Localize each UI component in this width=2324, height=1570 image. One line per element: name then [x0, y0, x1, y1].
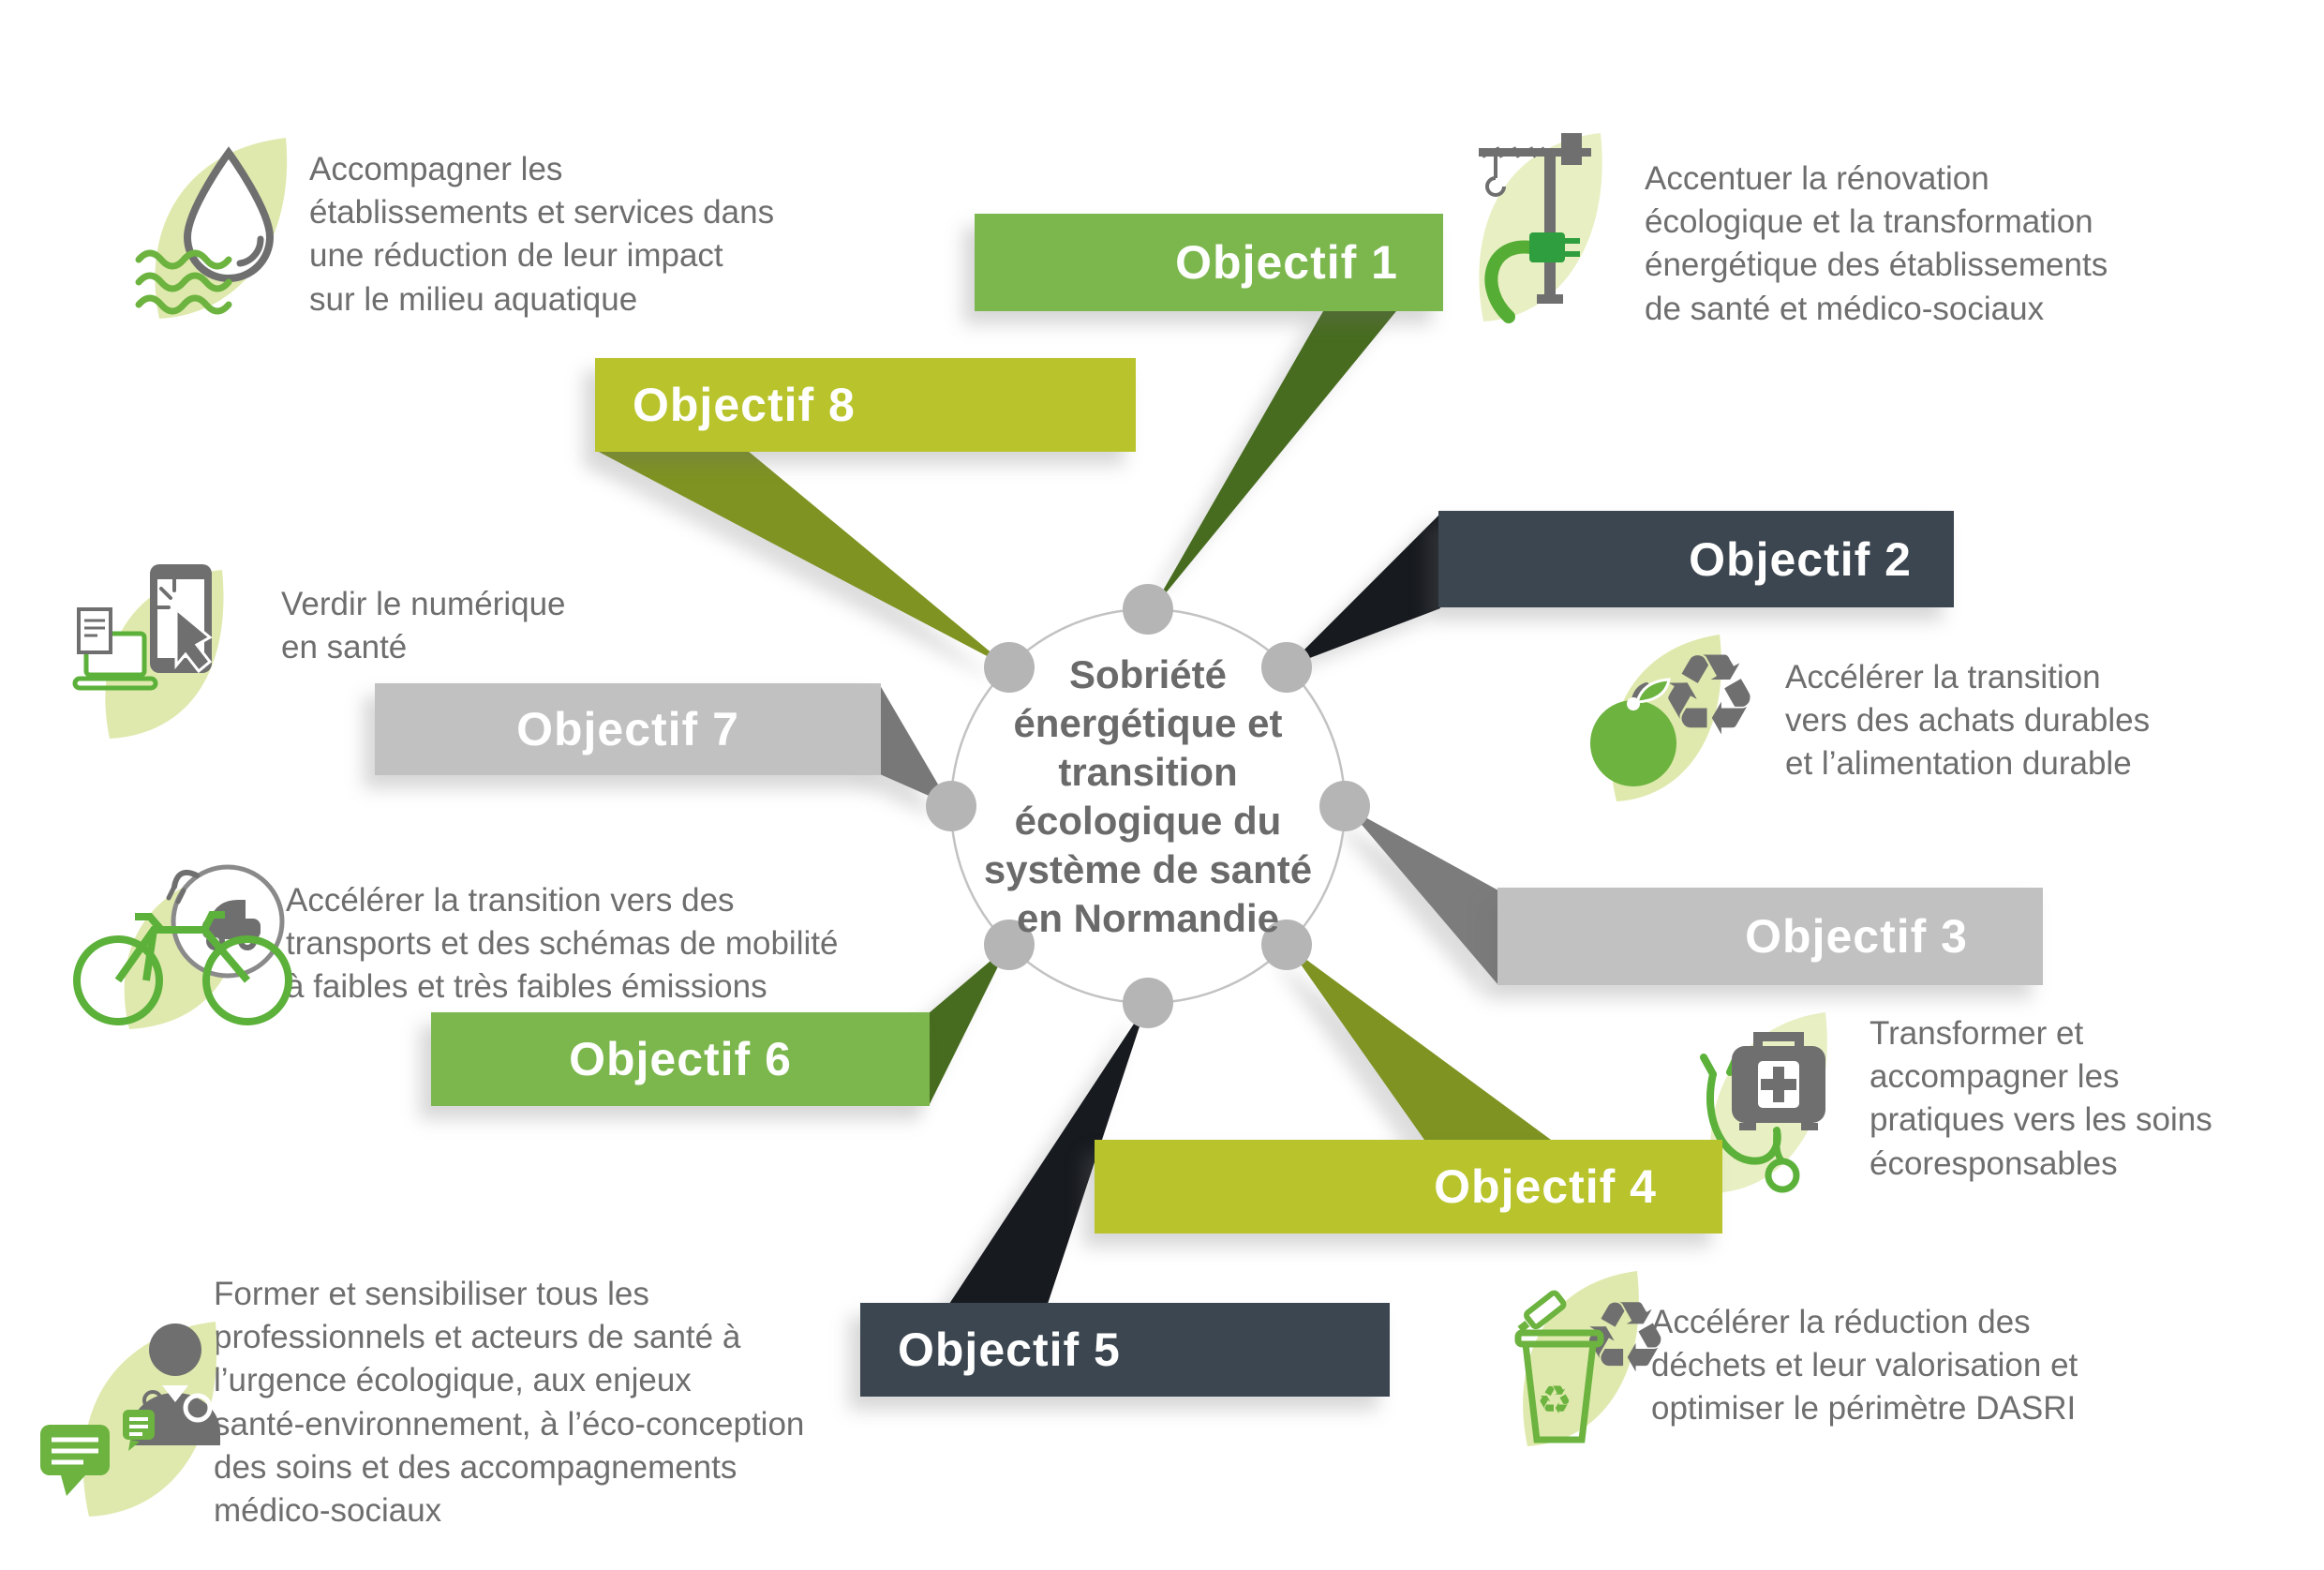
objective-1-description: Accentuer la rénovation écologique et la… — [1645, 160, 2108, 327]
apple-recycle-icon: ♻ — [1579, 623, 1776, 815]
objective-5-label: Objectif 5 — [898, 1323, 1121, 1376]
objective-7-label: Objectif 7 — [516, 703, 739, 755]
objective-3-description: Transformer et accompagner les pratiques… — [1870, 1015, 2212, 1182]
water-drop-icon — [131, 127, 309, 337]
objective-5-description: Former et sensibiliser tous les professi… — [214, 1276, 805, 1529]
trash-recycle-icon: ♻ ♻ — [1492, 1254, 1689, 1474]
educator-speech-icon — [33, 1292, 258, 1540]
objective-6-banner: Objectif 6 — [431, 1012, 930, 1106]
central-title-line: écologique du — [1014, 799, 1282, 844]
objective-1-label: Objectif 1 — [1175, 236, 1398, 289]
central-title-line: transition — [1058, 750, 1238, 795]
connector-dot-left — [926, 781, 976, 831]
banner-pointer-objectif-7 — [880, 685, 950, 805]
objective-6-description: Accélérer la transition vers des transpo… — [286, 882, 839, 1006]
objective-4-description: Accélérer la réduction des déchets et le… — [1651, 1304, 2078, 1428]
objective-8-banner: Objectif 8 — [595, 358, 1136, 452]
connector-dots — [926, 584, 1370, 1028]
objective-8-description: Accompagner les établissements et servic… — [309, 151, 775, 318]
objective-8-label: Objectif 8 — [633, 379, 856, 431]
objective-2-label: Objectif 2 — [1689, 532, 1912, 586]
svg-text:♻: ♻ — [1537, 1377, 1572, 1423]
bicycle-ev-icon — [64, 851, 326, 1043]
banner-pointer-objectif-5 — [949, 1004, 1147, 1304]
digital-health-icon — [58, 551, 264, 757]
central-title-line: Sobriété — [1068, 652, 1228, 696]
connector-dot-top-right — [1261, 642, 1312, 693]
banner-pointer-objectif-8 — [597, 451, 1010, 668]
objective-2-banner: Objectif 2 — [1438, 511, 1954, 607]
objective-3-label: Objectif 3 — [1745, 910, 1968, 963]
central-title-line: en Normandie — [1016, 896, 1280, 941]
objective-5-banner: Objectif 5 — [860, 1303, 1390, 1397]
banner-pointer-objectif-1 — [1152, 311, 1396, 610]
banner-pointer-objectif-6 — [929, 946, 1008, 1106]
objective-4-label: Objectif 4 — [1434, 1160, 1657, 1213]
objective-4-banner: Objectif 4 — [1095, 1140, 1722, 1234]
objective-7-banner: Objectif 7 — [375, 683, 881, 775]
construction-crane-icon — [1451, 120, 1638, 350]
connector-dot-top-left — [984, 642, 1035, 693]
connector-dot-bottom — [1123, 978, 1173, 1028]
central-title-line: système de santé — [983, 847, 1313, 892]
objective-2-description: Accélérer la transition vers des achats … — [1785, 659, 2151, 783]
connector-dot-bottom-left — [984, 920, 1035, 970]
central-title-line: énergétique et — [1013, 701, 1283, 746]
connector-dot-right — [1319, 781, 1370, 831]
connector-dot-bottom-right — [1261, 920, 1312, 970]
banner-pointer-objectif-3 — [1347, 807, 1498, 985]
objective-3-banner: Objectif 3 — [1497, 888, 2043, 985]
objective-7-description: Verdir le numérique en santé — [281, 586, 566, 666]
central-title: Sobriété énergétique et transition écolo… — [942, 650, 1354, 943]
banner-pointer-objectif-4 — [1288, 946, 1551, 1140]
banner-pointer-objectif-2 — [1288, 514, 1440, 666]
objective-1-banner: Objectif 1 — [975, 214, 1443, 311]
svg-text:♻: ♻ — [1581, 1280, 1669, 1395]
connector-dot-top — [1123, 584, 1173, 635]
objective-6-label: Objectif 6 — [569, 1033, 792, 1085]
first-aid-kit-icon — [1677, 992, 1874, 1221]
